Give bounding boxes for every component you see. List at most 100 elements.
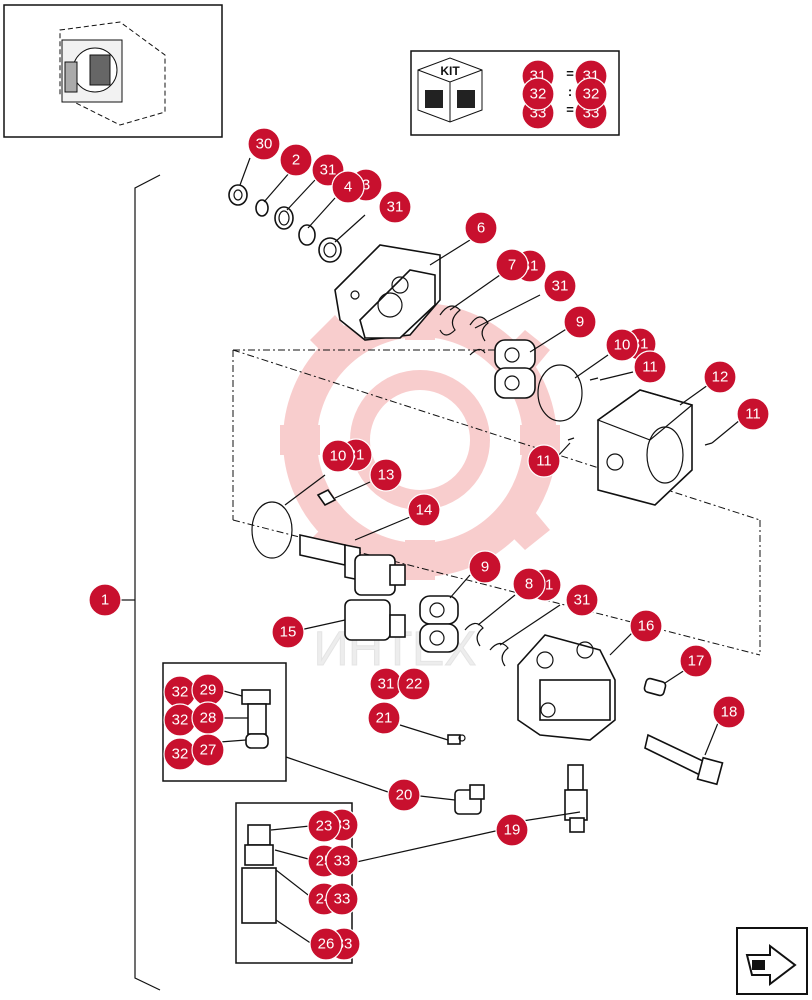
shaft-key — [316, 488, 337, 507]
callout-2: 2 — [279, 143, 313, 177]
svg-text:31: 31 — [378, 676, 395, 693]
svg-text:11: 11 — [642, 359, 658, 376]
svg-text:8: 8 — [525, 576, 533, 593]
callout-33: 33 — [325, 882, 359, 916]
svg-text:30: 30 — [256, 136, 273, 153]
callout-26: 26 — [309, 927, 343, 961]
plug — [454, 784, 485, 815]
svg-text:14: 14 — [416, 502, 433, 519]
callout-10: 10 — [605, 328, 639, 362]
svg-text:7: 7 — [508, 257, 516, 274]
svg-text:32: 32 — [583, 86, 600, 103]
callout-11: 11 — [527, 444, 561, 478]
svg-text:16: 16 — [638, 618, 655, 635]
callout-22: 22 — [397, 667, 431, 701]
svg-text:9: 9 — [481, 559, 489, 576]
callout-18: 18 — [712, 695, 746, 729]
callout-27: 27 — [191, 733, 225, 767]
svg-text:10: 10 — [614, 337, 631, 354]
callout-28: 28 — [191, 701, 225, 735]
callout-1: 1 — [88, 583, 122, 617]
bushing-upper — [494, 339, 536, 399]
svg-text:31: 31 — [574, 592, 591, 609]
svg-text:22: 22 — [406, 676, 423, 693]
seal-parts — [228, 184, 342, 263]
svg-text:31: 31 — [387, 199, 404, 216]
dowel-pin — [643, 677, 667, 697]
callout-23: 23 — [307, 809, 341, 843]
callout-32: 32 — [163, 675, 197, 709]
callout-30: 30 — [247, 127, 281, 161]
svg-text:29: 29 — [200, 682, 217, 699]
relief-valve — [564, 764, 588, 833]
svg-text:13: 13 — [378, 467, 395, 484]
svg-text:33: 33 — [334, 853, 351, 870]
svg-text:15: 15 — [280, 624, 297, 641]
callout-14: 14 — [407, 493, 441, 527]
kit-colon-2: : — [568, 84, 572, 99]
svg-text:4: 4 — [344, 179, 352, 196]
leader-lines — [239, 157, 741, 826]
svg-text:2: 2 — [292, 152, 300, 169]
callout-12: 12 — [703, 360, 737, 394]
callout-16: 16 — [629, 609, 663, 643]
assembly-bracket — [134, 174, 161, 991]
o-ring-lower — [251, 501, 293, 559]
svg-text:17: 17 — [688, 653, 705, 670]
inset-relief-valve — [235, 802, 501, 964]
callout-29: 29 — [191, 673, 225, 707]
svg-text:32: 32 — [172, 684, 189, 701]
next-page-arrow-icon[interactable] — [736, 927, 808, 995]
callout-20: 20 — [387, 778, 421, 812]
pump-body — [596, 389, 694, 506]
callout-21: 21 — [367, 701, 401, 735]
svg-text:9: 9 — [576, 314, 584, 331]
callout-10: 10 — [321, 439, 355, 473]
callout-32: 32 — [163, 703, 197, 737]
kit-equals-1: = — [566, 66, 574, 81]
callout-11: 11 — [736, 397, 770, 431]
svg-text:3: 3 — [362, 177, 370, 194]
svg-text:19: 19 — [504, 822, 521, 839]
front-cover — [334, 244, 441, 341]
retaining-rings-lower — [464, 622, 509, 667]
svg-text:11: 11 — [536, 453, 552, 470]
svg-text:31: 31 — [552, 278, 569, 295]
drive-shaft — [299, 534, 406, 596]
callout-9: 9 — [563, 305, 597, 339]
bushing-lower — [419, 595, 459, 653]
callout-31: 31 — [565, 583, 599, 617]
callout-9: 9 — [468, 550, 502, 584]
callout-31: 31 — [378, 190, 412, 224]
callout-11: 11 — [633, 350, 667, 384]
svg-text:32: 32 — [530, 86, 547, 103]
svg-text:31: 31 — [320, 162, 337, 179]
svg-text:21: 21 — [376, 710, 393, 727]
callout-31: 31 — [369, 667, 403, 701]
svg-text:1: 1 — [101, 592, 109, 609]
svg-text:10: 10 — [330, 448, 347, 465]
callout-33: 33 — [325, 844, 359, 878]
svg-text:32: 32 — [172, 746, 189, 763]
callout-19: 19 — [495, 813, 529, 847]
callout-6: 6 — [464, 211, 498, 245]
callout-8: 8 — [512, 567, 546, 601]
callout-7: 7 — [495, 248, 529, 282]
svg-text:6: 6 — [477, 220, 485, 237]
kit-pair-right-2: 32 — [574, 77, 608, 111]
svg-text:20: 20 — [396, 787, 413, 804]
svg-text:11: 11 — [745, 406, 761, 423]
callout-17: 17 — [679, 644, 713, 678]
svg-text:27: 27 — [200, 742, 217, 759]
svg-text:23: 23 — [316, 818, 333, 835]
svg-text:33: 33 — [334, 891, 351, 908]
small-screw — [399, 724, 466, 745]
o-ring-upper — [537, 364, 583, 422]
svg-text:26: 26 — [318, 936, 335, 953]
callout-13: 13 — [369, 458, 403, 492]
callout-4: 4 — [331, 170, 365, 204]
pump-thumbnail-icon — [3, 4, 223, 138]
kit-label: KIT — [440, 64, 460, 78]
svg-text:18: 18 — [721, 704, 738, 721]
